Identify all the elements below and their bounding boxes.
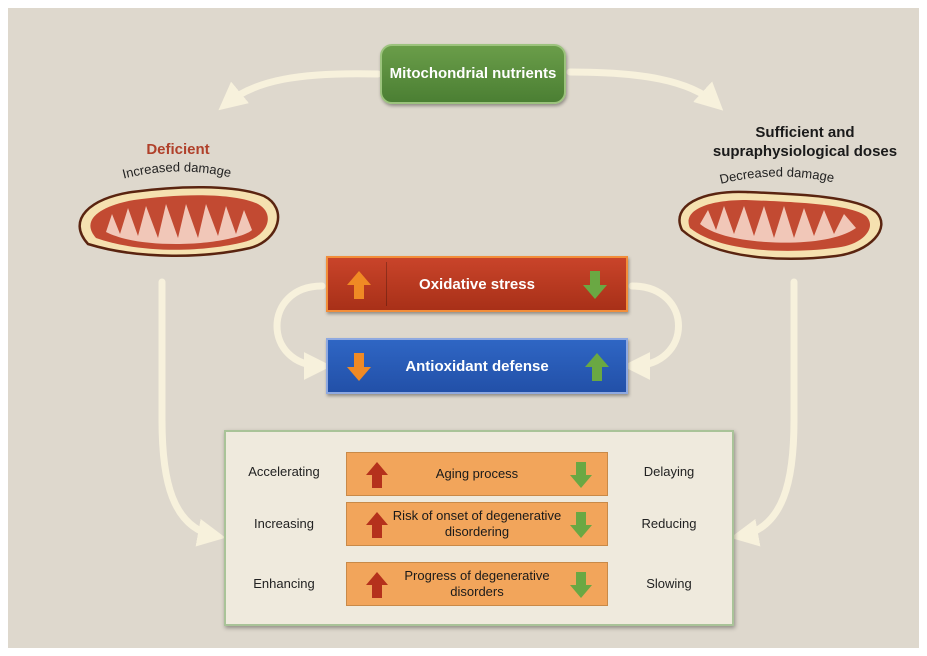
up-arrow-icon xyxy=(585,353,609,381)
up-arrow-icon xyxy=(366,572,388,598)
box-divider xyxy=(386,262,387,306)
effect-center-label: Progress of degenerative disorders xyxy=(404,568,550,599)
effect-left-label: Enhancing xyxy=(253,576,315,591)
effect-center-label: Aging process xyxy=(435,466,519,481)
mitochondrion-right-icon: Decreased damage xyxy=(678,164,883,260)
effect-left-label: Increasing xyxy=(254,516,314,531)
progress-of-disorders-box: Progress of degenerative disorders xyxy=(346,562,608,606)
down-arrow-icon xyxy=(347,353,371,381)
oxidative-stress-label: Oxidative stress xyxy=(419,275,535,293)
down-arrow-icon xyxy=(570,572,592,598)
up-arrow-icon xyxy=(366,512,388,538)
effect-center-label: Risk of onset of degenerative disorderin… xyxy=(392,508,562,539)
mitochondrial-nutrients-box: Mitochondrial nutrients xyxy=(380,44,566,104)
effect-right-label: Slowing xyxy=(646,576,692,591)
up-arrow-icon xyxy=(347,271,371,299)
effect-left-label: Accelerating xyxy=(248,464,320,479)
sufficient-title: Sufficient and supraphysiological doses xyxy=(712,124,898,160)
up-arrow-icon xyxy=(366,462,388,488)
antioxidant-defense-label: Antioxidant defense xyxy=(405,357,549,375)
oxidative-stress-box: Oxidative stress xyxy=(326,256,628,312)
effects-panel: Accelerating Aging process Delaying Incr… xyxy=(224,430,734,626)
effect-right-label: Reducing xyxy=(641,516,697,531)
deficient-title: Deficient xyxy=(146,141,210,158)
effect-right-label: Delaying xyxy=(643,464,695,479)
decreased-damage-label: Decreased damage xyxy=(718,164,836,186)
mitochondrion-left-icon: Increased damage xyxy=(78,159,280,258)
down-arrow-icon xyxy=(570,512,592,538)
nutrients-label: Mitochondrial nutrients xyxy=(389,65,557,82)
increased-damage-label: Increased damage xyxy=(121,159,233,181)
risk-of-onset-box: Risk of onset of degenerative disorderin… xyxy=(346,502,608,546)
down-arrow-icon xyxy=(583,271,607,299)
antioxidant-defense-box: Antioxidant defense xyxy=(326,338,628,394)
down-arrow-icon xyxy=(570,462,592,488)
aging-process-box: Aging process xyxy=(346,452,608,496)
